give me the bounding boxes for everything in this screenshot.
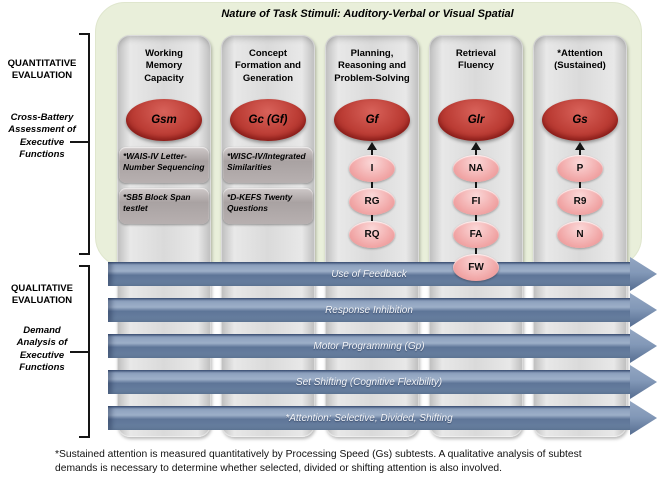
subtest-oval: FI <box>453 188 499 215</box>
band-attention-selective: *Attention: Selective, Divided, Shifting <box>108 401 657 435</box>
column-title: Retrieval Fluency <box>455 48 497 72</box>
demand-analysis-label: Demand Analysis of Executive Functions <box>16 325 68 374</box>
qualitative-evaluation-heading: QUALITATIVE EVALUATION <box>11 283 73 307</box>
right-arrowhead-icon <box>630 401 657 435</box>
quantitative-bracket <box>79 33 90 255</box>
column-title: Planning, Reasoning and Problem-Solving <box>334 48 410 84</box>
ability-label: Gc (Gf) <box>248 114 288 126</box>
ability-label: Gsm <box>151 114 177 126</box>
ability-oval-gsm: Gsm <box>126 99 202 141</box>
dashed-connector <box>475 182 477 189</box>
ability-label: Gf <box>365 114 379 126</box>
band-label: Motor Programming (Gp) <box>313 340 425 352</box>
test-box: *WAIS-IV Letter- Number Sequencing <box>119 147 209 183</box>
dashed-connector <box>579 215 581 222</box>
ability-oval-glr: Glr <box>438 99 514 141</box>
up-arrow-icon <box>575 142 585 150</box>
up-arrow-icon <box>471 142 481 150</box>
cross-battery-assessment-label: Cross-Battery Assessment of Executive Fu… <box>8 112 76 161</box>
right-arrowhead-icon <box>630 365 657 399</box>
quantitative-evaluation-heading: QUANTITATIVE EVALUATION <box>7 58 77 82</box>
subtest-oval: FA <box>453 221 499 248</box>
subtest-oval: N <box>557 221 603 248</box>
right-arrowhead-icon <box>630 257 657 291</box>
column-title: *Attention (Sustained) <box>554 48 606 72</box>
up-arrow-icon <box>367 142 377 150</box>
subtest-oval: RG <box>349 188 395 215</box>
qualitative-bracket <box>79 265 90 438</box>
up-arrow-line <box>371 149 373 156</box>
band-set-shifting: Set Shifting (Cognitive Flexibility) <box>108 365 657 399</box>
up-arrow-line <box>475 149 477 156</box>
subtest-oval: RQ <box>349 221 395 248</box>
dashed-connector <box>475 215 477 222</box>
band-label: Use of Feedback <box>331 268 407 280</box>
dashed-connector <box>371 182 373 189</box>
column-title: Concept Formation and Generation <box>235 48 301 84</box>
band-label: *Attention: Selective, Divided, Shifting <box>285 412 453 424</box>
test-box: *D-KEFS Twenty Questions <box>223 188 313 224</box>
ability-oval-gs: Gs <box>542 99 618 141</box>
quantitative-bracket-tick <box>70 141 88 143</box>
ability-label: Gs <box>572 114 588 126</box>
subtest-oval: R9 <box>557 188 603 215</box>
column-title: Working Memory Capacity <box>144 48 184 84</box>
footnote: *Sustained attention is measured quantit… <box>55 449 582 474</box>
band-response-inhibition: Response Inhibition <box>108 293 657 327</box>
subtest-oval: NA <box>453 155 499 182</box>
ability-label: Glr <box>467 114 485 126</box>
band-motor-programming: Motor Programming (Gp) <box>108 329 657 363</box>
ability-oval-gc-gf: Gc (Gf) <box>230 99 306 141</box>
band-label: Response Inhibition <box>325 304 413 316</box>
up-arrow-line <box>579 149 581 156</box>
test-box: *WISC-IV/Integrated Similarities <box>223 147 313 183</box>
dashed-connector <box>371 215 373 222</box>
test-box: *SB5 Block Span testlet <box>119 188 209 224</box>
band-use-of-feedback: Use of Feedback <box>108 257 657 291</box>
right-arrowhead-icon <box>630 293 657 327</box>
band-label: Set Shifting (Cognitive Flexibility) <box>295 376 443 388</box>
figure-title: Nature of Task Stimuli: Auditory-Verbal … <box>221 8 514 20</box>
subtest-oval: I <box>349 155 395 182</box>
subtest-oval: P <box>557 155 603 182</box>
subtest-oval: FW <box>453 254 499 281</box>
dashed-connector <box>579 182 581 189</box>
dashed-connector <box>475 248 477 255</box>
ability-oval-gf: Gf <box>334 99 410 141</box>
right-arrowhead-icon <box>630 329 657 363</box>
qualitative-bracket-tick <box>70 351 88 353</box>
